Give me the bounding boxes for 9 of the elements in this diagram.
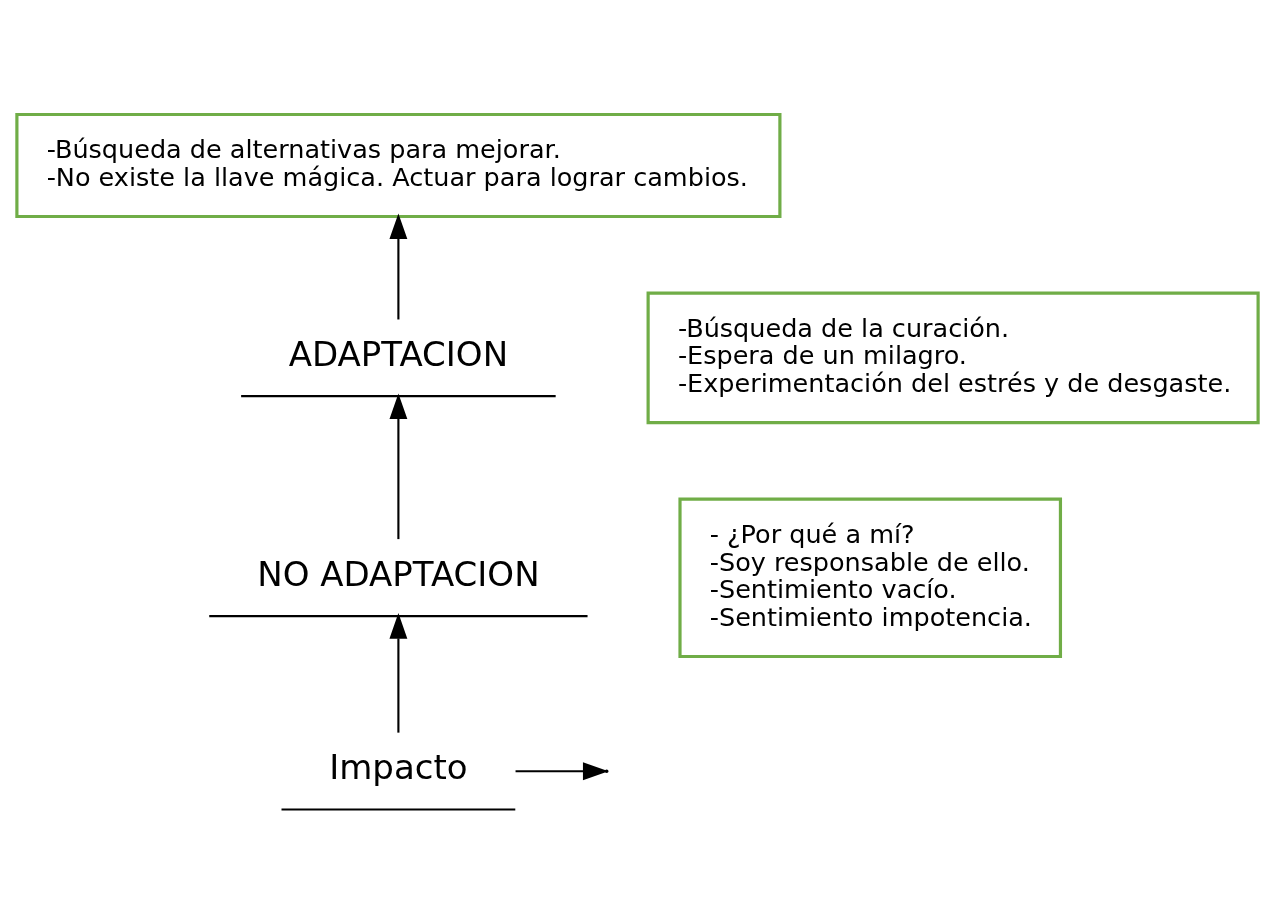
node-box: -Búsqueda de la curación. -Espera de un milagro. -Experimentación del estrés y de desgaste. <box>646 290 1260 424</box>
node-text: NO ADAPTACION <box>257 553 540 594</box>
arrow <box>389 612 408 733</box>
node-text: ADAPTACION <box>288 333 509 374</box>
arrow <box>389 212 408 319</box>
node-box: -Búsqueda de alternativas para mejorar. -No existe la llave mágica. Actuar para lograr cambios. <box>15 112 782 218</box>
node-box: - ¿Por qué a mí? -Soy responsable de ello. -Sentimiento vacío. -Sentimiento impotencia. <box>678 497 1063 658</box>
arrow <box>389 393 408 539</box>
node-text: Impacto <box>329 746 468 787</box>
